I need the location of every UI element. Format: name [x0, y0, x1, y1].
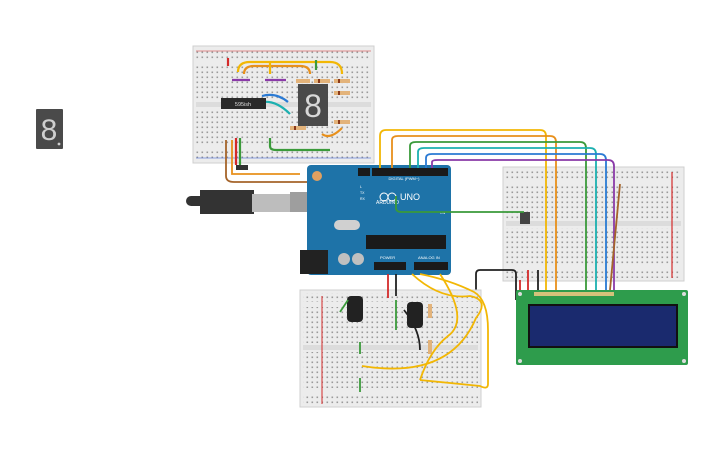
lcd-display[interactable] — [516, 290, 688, 365]
shift-register-ic[interactable]: 595ish — [221, 98, 266, 109]
arduino-uno[interactable]: DIGITAL (PWM~) ARDUINO UNO POWER ANALOG … — [300, 165, 451, 275]
arduino-to-lcd-wires[interactable] — [379, 129, 621, 300]
seven-segment-left-digit: 8 — [41, 114, 58, 147]
breadboard-right[interactable] — [502, 166, 685, 282]
arduino-model: UNO — [400, 192, 420, 202]
bottom-board-components[interactable] — [347, 296, 432, 354]
arduino-on-label: ON — [440, 211, 446, 215]
arduino-digital-label: DIGITAL (PWM~) — [389, 176, 421, 181]
arduino-l-label: L — [360, 185, 362, 189]
diode — [236, 165, 248, 170]
breadboard-bottom[interactable] — [299, 289, 482, 408]
ic-label: 595ish — [235, 102, 251, 108]
seven-segment-left[interactable]: 8 — [36, 109, 63, 149]
resistors-top — [290, 79, 350, 130]
arduino-power-label: POWER — [380, 255, 395, 260]
seven-segment-top[interactable]: 8 — [298, 84, 328, 126]
bottom-board-wires[interactable] — [339, 273, 489, 392]
breadboard-top[interactable] — [192, 45, 375, 164]
arduino-rx-label: RX — [360, 197, 366, 201]
arduino-brand: ARDUINO — [376, 200, 399, 206]
usb-cable — [186, 190, 310, 214]
arduino-tx-label: TX — [360, 191, 365, 195]
top-board-wires[interactable] — [226, 58, 344, 165]
top-to-arduino-wires[interactable] — [225, 140, 330, 183]
pushbutton[interactable] — [520, 212, 530, 224]
arduino-analog-label: ANALOG IN — [418, 255, 440, 260]
seven-segment-top-digit: 8 — [304, 88, 322, 124]
